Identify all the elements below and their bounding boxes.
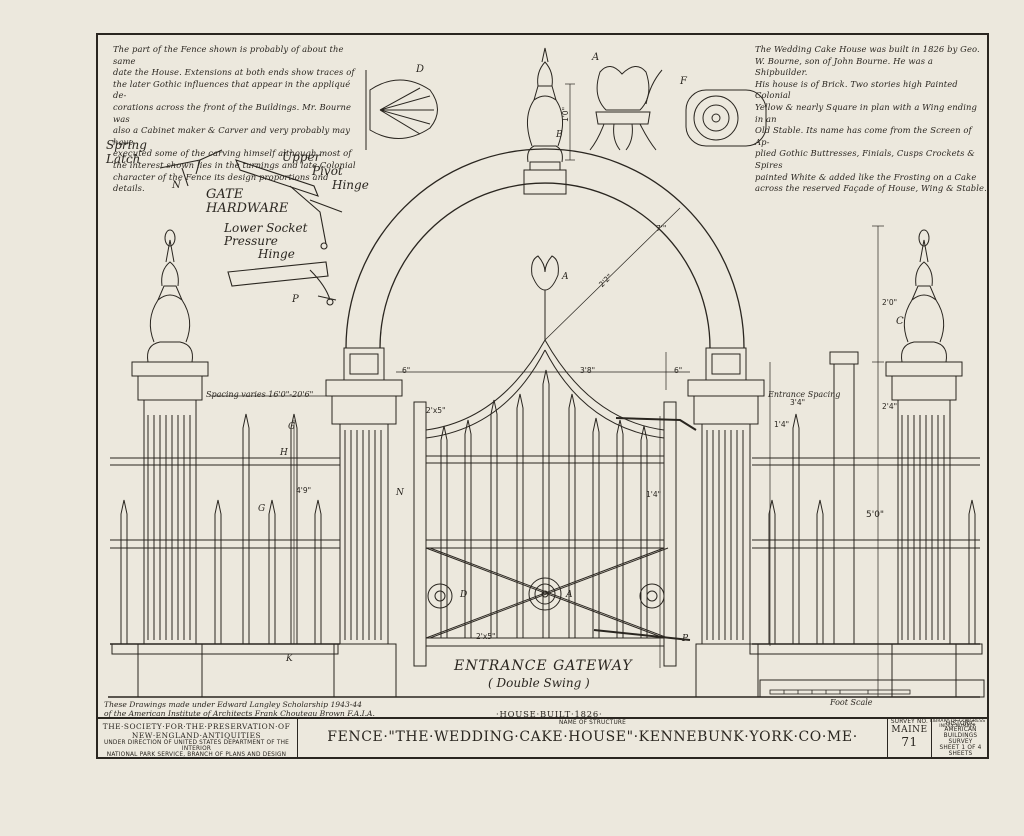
- callout-e: A: [566, 590, 573, 600]
- picket: [968, 499, 976, 645]
- survey-number-cell: SURVEY NO. MAINE 71: [888, 719, 932, 759]
- dim-1: 1'0": [561, 106, 571, 123]
- title-block: THE·SOCIETY·FOR·THE·PRESERVATION·OF NEW·…: [96, 717, 989, 759]
- dim-3: 6": [402, 366, 411, 375]
- double-swing-label: ( Double Swing ): [488, 676, 590, 690]
- picket: [120, 499, 128, 645]
- picket: [464, 419, 472, 639]
- callout-n-gate: N: [396, 488, 404, 498]
- dim-7: 7'": [656, 224, 667, 233]
- callout-a-top: A: [592, 52, 600, 63]
- left-end-post: [131, 229, 209, 698]
- callout-p-gate: P: [682, 634, 689, 644]
- callout-d-gate: D: [460, 590, 468, 600]
- detail-d-sunburst: [365, 70, 438, 150]
- detail-f-rosette: [685, 89, 767, 147]
- picket: [816, 499, 824, 645]
- dim-14: 2'x5": [476, 632, 496, 641]
- dim-8: 2'x5": [426, 406, 446, 415]
- society-cell: THE·SOCIETY·FOR·THE·PRESERVATION·OF NEW·…: [96, 719, 298, 759]
- picket: [214, 499, 222, 645]
- hardware-sketches: [159, 149, 343, 306]
- picket: [314, 499, 322, 645]
- dim-6: 2'0": [882, 298, 898, 307]
- detail-a-tulip: [589, 66, 663, 151]
- dim-5: 6": [674, 366, 683, 375]
- callout-a-gate: A: [562, 272, 569, 282]
- drawing-sheet-border: [96, 33, 989, 759]
- callout-k: K: [286, 654, 293, 664]
- picket: [592, 417, 600, 639]
- right-gate-post: [687, 347, 765, 698]
- picket: [490, 399, 498, 639]
- double-gate: [413, 255, 697, 667]
- picket: [616, 419, 624, 639]
- picket-group: [120, 369, 976, 645]
- entrance-gateway-title: ENTRANCE GATEWAY: [454, 658, 633, 674]
- callout-g-1: G: [288, 422, 296, 432]
- dimension-lines: [210, 83, 884, 697]
- dim-9: 4'9": [296, 486, 312, 495]
- spacing-varies-label: Spacing varies 16'0"-20'6": [206, 390, 314, 399]
- entrance-spacing-label: Entrance Spacing: [768, 390, 841, 399]
- callout-b: B: [556, 130, 563, 140]
- structure-title: FENCE·"THE·WEDDING·CAKE·HOUSE"·KENNEBUNK…: [327, 729, 858, 745]
- dim-10: 1'4": [646, 490, 662, 499]
- structure-title-cell: NAME OF STRUCTURE FENCE·"THE·WEDDING·CAK…: [298, 719, 888, 759]
- left-gate-post: [325, 347, 403, 698]
- house-built-label: ·HOUSE·BUILT·1826·: [496, 709, 603, 719]
- callout-g-2: G: [258, 504, 266, 514]
- callout-n-top: N: [172, 180, 181, 191]
- callout-c: C: [896, 316, 904, 327]
- habs-cell: HISTORIC AMERICAN BUILDINGS SURVEY SHEET…: [939, 721, 982, 757]
- picket: [792, 413, 800, 645]
- dim-15: 3'4": [790, 398, 806, 407]
- foot-scale: [769, 689, 911, 695]
- entrance-arch: [345, 47, 745, 349]
- dim-4: 3'8": [580, 366, 596, 375]
- foot-scale-label: Foot Scale: [830, 698, 873, 707]
- callout-p-top: P: [292, 294, 299, 305]
- dim-13: 1'4": [774, 420, 790, 429]
- picket: [242, 413, 250, 645]
- callout-f: F: [680, 76, 687, 87]
- callout-d-top: D: [416, 64, 425, 75]
- left-note: The part of the Fence shown is probably …: [113, 44, 356, 194]
- right-note: The Wedding Cake House was built in 1826…: [755, 44, 987, 194]
- picket: [542, 369, 550, 639]
- right-fence-section: [752, 457, 980, 645]
- dim-11: 5'0": [866, 510, 885, 520]
- right-end-post: [885, 229, 963, 698]
- dim-12: 2'4": [882, 402, 898, 411]
- scholarship-credit: These Drawings made under Edward Langley…: [104, 700, 375, 718]
- picket: [268, 499, 276, 645]
- callout-h: H: [280, 448, 288, 458]
